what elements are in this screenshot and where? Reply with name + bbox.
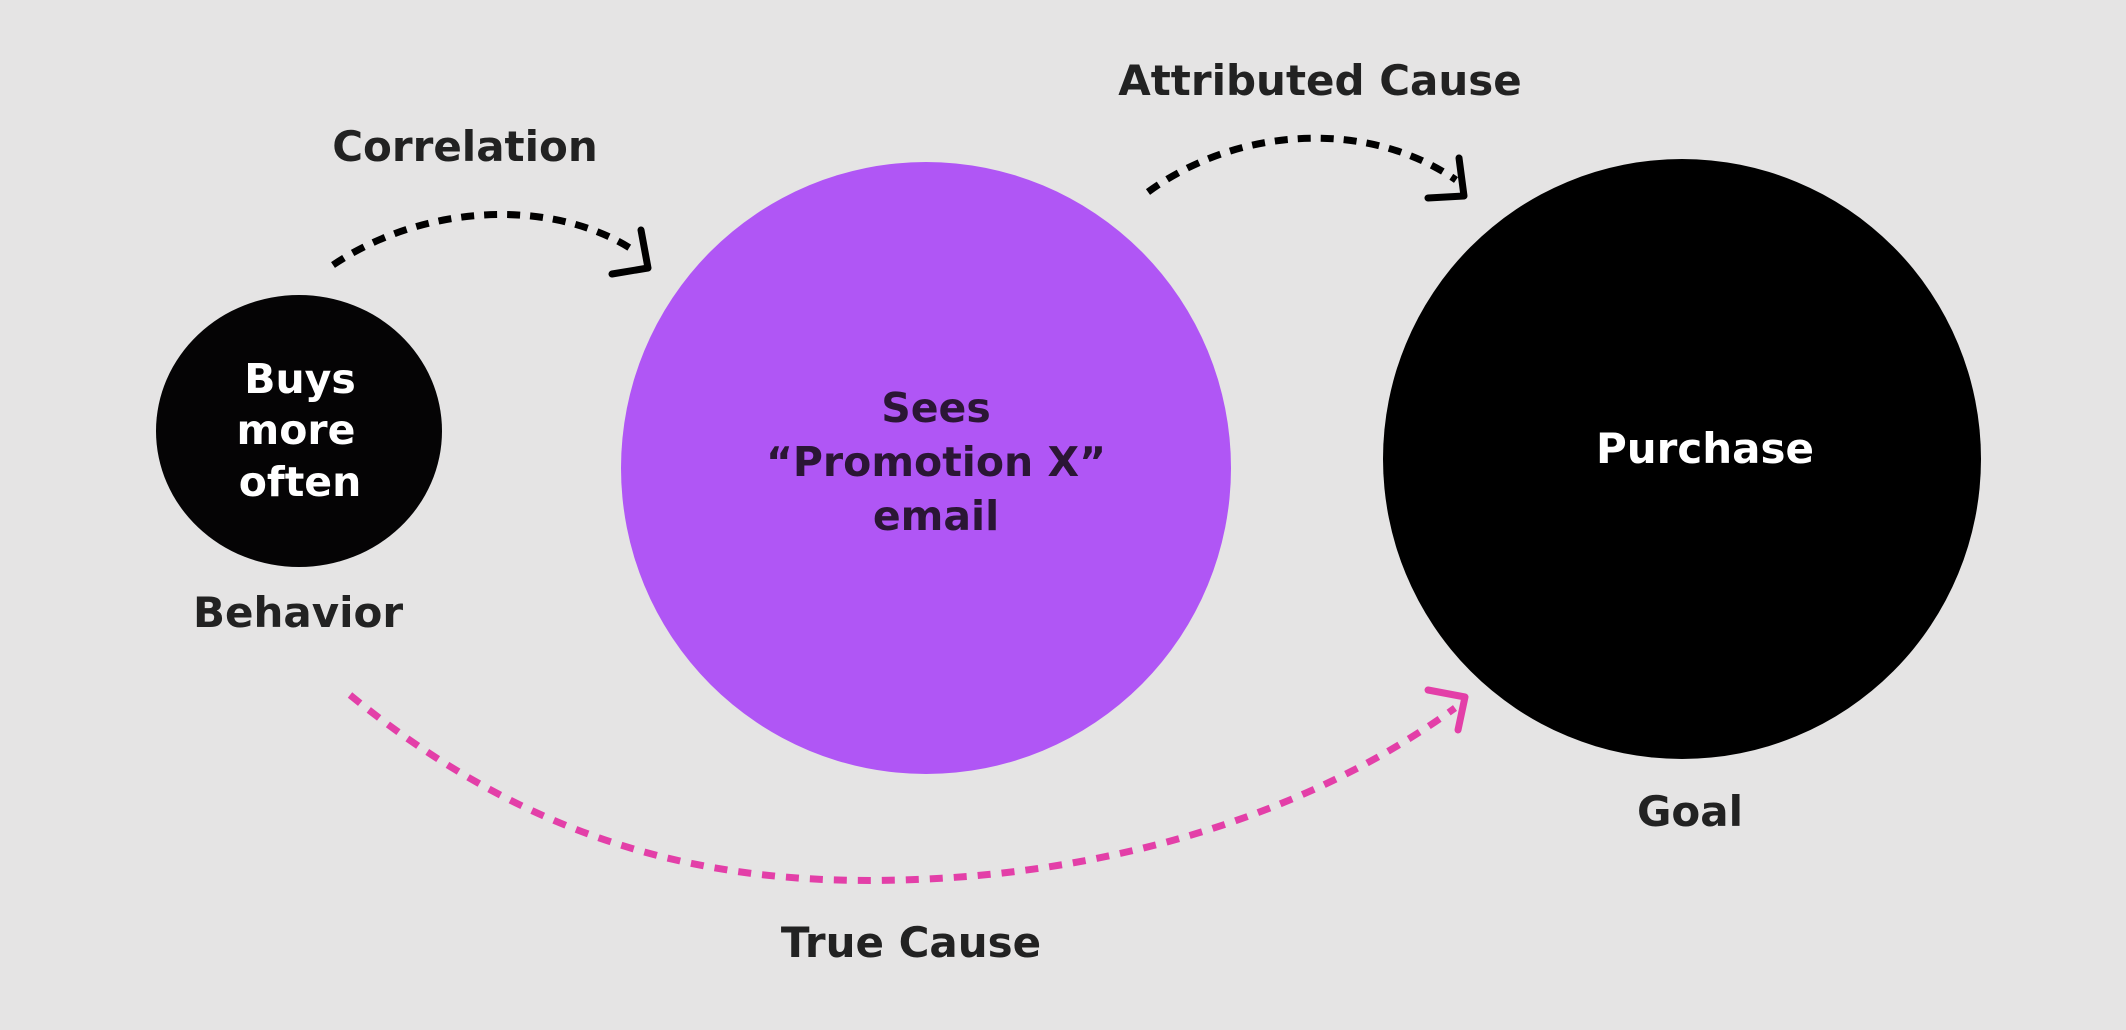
behavior-line-3: often — [238, 457, 362, 506]
behavior-node-text: Buys more often — [200, 354, 400, 508]
true-cause-label: True Cause — [780, 918, 1042, 967]
behavior-line-2: more — [236, 406, 356, 455]
correlation-label: Correlation — [332, 122, 598, 171]
correlation-arrow — [331, 210, 652, 278]
behavior-line-1: Buys — [244, 355, 356, 403]
attributed-cause-arrowhead — [1424, 154, 1468, 202]
email-circle — [621, 162, 1231, 774]
correlation-arrow-line — [331, 210, 638, 268]
email-line-3: email — [872, 492, 1000, 541]
attributed-cause-arrow-line — [1145, 134, 1459, 195]
behavior-circle — [156, 295, 442, 567]
email-line-2: “Promotion X” — [765, 438, 1107, 487]
purchase-circle — [1383, 159, 1981, 759]
attributed-cause-arrow — [1145, 134, 1468, 202]
email-node-text: Sees “Promotion X” email — [736, 381, 1136, 543]
attributed-cause-label: Attributed Cause — [1118, 56, 1522, 105]
purchase-line-1: Purchase — [1595, 424, 1815, 473]
correlation-arrowhead — [608, 226, 652, 278]
goal-label: Goal — [1636, 787, 1744, 836]
purchase-node-text: Purchase — [1535, 423, 1875, 476]
behavior-label: Behavior — [192, 588, 404, 637]
true-cause-arrowhead — [1424, 686, 1469, 734]
email-line-1: Sees — [881, 384, 991, 432]
true-cause-arrow — [347, 686, 1469, 884]
